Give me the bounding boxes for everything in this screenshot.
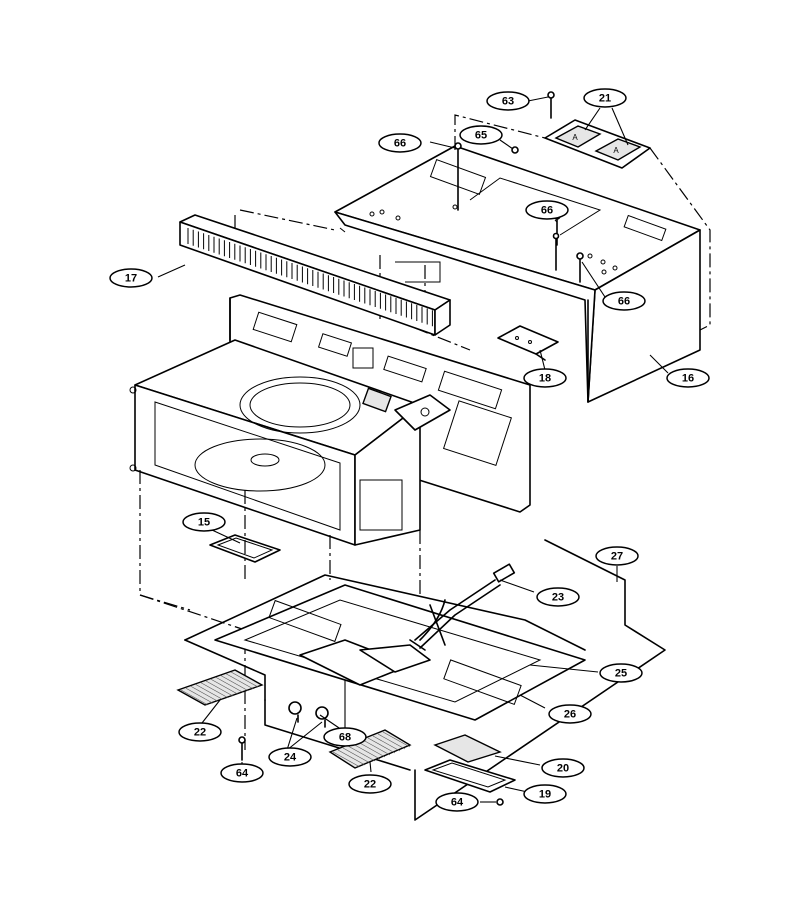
svg-text:15: 15	[198, 517, 210, 529]
mounting-bracket-21: A A	[544, 119, 651, 169]
svg-text:68: 68	[339, 732, 351, 744]
callout-24-c24: 24	[268, 747, 312, 767]
callout-26-c26: 26	[548, 704, 592, 724]
callout-16-c16: 16	[666, 368, 710, 388]
callout-21-c21: 21	[583, 88, 627, 108]
callout-68-c68: 68	[323, 727, 367, 747]
svg-text:26: 26	[564, 709, 576, 721]
callout-63-c63: 63	[486, 91, 530, 111]
svg-text:66: 66	[394, 138, 406, 150]
callout-17-c17: 17	[109, 268, 153, 288]
vent-grille-17	[179, 214, 451, 336]
projection-lines-middle	[139, 470, 421, 750]
bracket-18	[497, 325, 559, 361]
screws-64	[238, 736, 504, 806]
svg-text:66: 66	[618, 296, 630, 308]
callout-15-c15: 15	[182, 512, 226, 532]
svg-text:64: 64	[236, 768, 249, 780]
svg-text:64: 64	[451, 797, 464, 809]
callout-27-c27: 27	[595, 546, 639, 566]
svg-text:17: 17	[125, 273, 137, 285]
outer-cabinet	[334, 145, 701, 403]
grease-filter-22a	[176, 669, 264, 706]
callout-66-c66b: 66	[525, 200, 569, 220]
cover-20	[433, 734, 502, 763]
wire-harness-23	[414, 563, 516, 649]
callout-labels: 63 21 66 65 66 17 66 18 16 15 27 23 25 26 22 68 24 22 20 64…	[109, 88, 710, 812]
callout-66-c66a: 66	[378, 133, 422, 153]
inner-chassis	[129, 294, 531, 546]
svg-text:24: 24	[284, 752, 297, 764]
callout-25-c25: 25	[599, 663, 643, 683]
svg-text:66: 66	[541, 205, 553, 217]
svg-text:18: 18	[539, 373, 551, 385]
cover-19	[424, 759, 516, 793]
svg-text:25: 25	[615, 668, 627, 680]
callout-64-c64b: 64	[435, 792, 479, 812]
svg-text:23: 23	[552, 592, 564, 604]
svg-text:16: 16	[682, 373, 694, 385]
svg-text:19: 19	[539, 789, 551, 801]
callout-64-c64a: 64	[220, 763, 264, 783]
svg-text:63: 63	[502, 96, 514, 108]
callout-22-c22a: 22	[178, 722, 222, 742]
callout-18-c18: 18	[523, 368, 567, 388]
lamp-sockets-24	[288, 701, 329, 728]
bracket-marking-a2: A	[613, 146, 619, 155]
svg-text:65: 65	[475, 130, 487, 142]
callout-22-c22b: 22	[348, 774, 392, 794]
svg-text:22: 22	[194, 727, 206, 739]
svg-text:22: 22	[364, 779, 376, 791]
svg-text:20: 20	[557, 763, 569, 775]
svg-text:21: 21	[599, 93, 611, 105]
callout-19-c19: 19	[523, 784, 567, 804]
callout-65-c65: 65	[459, 125, 503, 145]
callout-23-c23: 23	[536, 587, 580, 607]
callout-66-c66c: 66	[602, 291, 646, 311]
bracket-marking-a1: A	[572, 133, 578, 142]
svg-text:27: 27	[611, 551, 623, 563]
callout-20-c20: 20	[541, 758, 585, 778]
base-plate-assembly	[184, 539, 666, 821]
